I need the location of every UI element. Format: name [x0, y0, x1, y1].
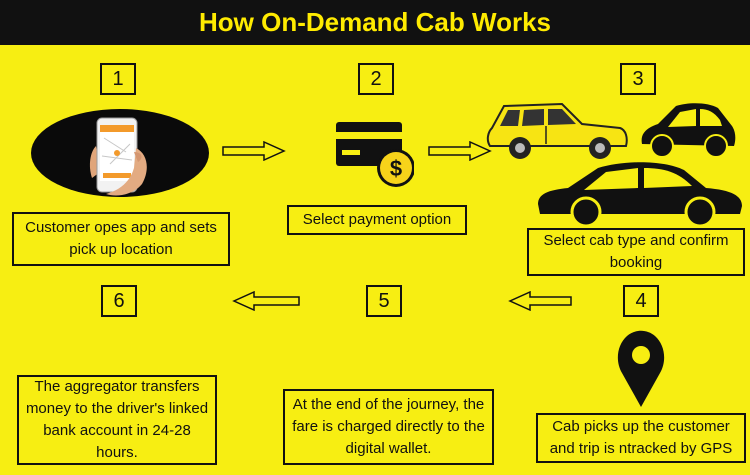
- step-2-number: 2: [358, 63, 394, 95]
- step-5-number: 5: [366, 285, 402, 317]
- arrow-4-to-5: [508, 291, 572, 311]
- step-4-number: 4: [623, 285, 659, 317]
- arrow-5-to-6: [232, 291, 300, 311]
- hatchback-car-icon: [638, 100, 738, 160]
- step-6-number: 6: [101, 285, 137, 317]
- step-5-text: At the end of the journey, the fare is c…: [283, 389, 494, 465]
- sedan-car-icon: [534, 160, 746, 228]
- step-2-text: Select payment option: [287, 205, 467, 235]
- step-6-text: The aggregator transfers money to the dr…: [17, 375, 217, 465]
- step-1-text: Customer opes app and sets pick up locat…: [12, 212, 230, 266]
- step-4-text: Cab picks up the customer and trip is nt…: [536, 413, 746, 463]
- step-3-text: Select cab type and confirm booking: [527, 228, 745, 276]
- payment-card-dollar-icon: $: [336, 120, 414, 192]
- location-pin-icon: [613, 325, 669, 411]
- smartphone-in-hand-icon: [30, 108, 210, 198]
- step-1-number: 1: [100, 63, 136, 95]
- title-bar: How On-Demand Cab Works: [0, 0, 750, 45]
- svg-text:$: $: [390, 156, 402, 181]
- page-title: How On-Demand Cab Works: [198, 7, 551, 37]
- arrow-1-to-2: [222, 141, 286, 161]
- arrow-2-to-3: [428, 141, 492, 161]
- step-3-number: 3: [620, 63, 656, 95]
- suv-car-icon: [484, 100, 632, 162]
